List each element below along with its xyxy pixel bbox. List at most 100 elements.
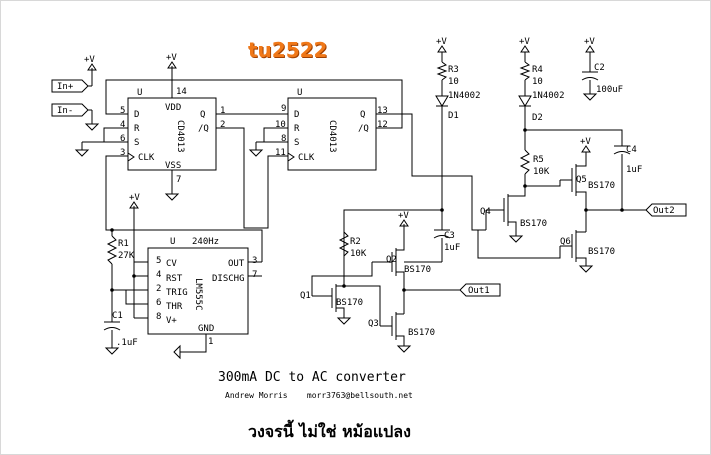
svg-text:.1uF: .1uF <box>116 338 138 348</box>
svg-text:Q1: Q1 <box>300 291 311 301</box>
svg-text:D1: D1 <box>448 111 459 121</box>
svg-text:CLK: CLK <box>298 153 315 163</box>
svg-text:Q4: Q4 <box>480 207 491 217</box>
svg-text:CV: CV <box>166 259 177 269</box>
circuit-title: 300mA DC to AC converter <box>218 370 406 385</box>
svg-text:CLK: CLK <box>138 153 155 163</box>
svg-text:/Q: /Q <box>198 124 209 134</box>
svg-text:Q3: Q3 <box>368 319 379 329</box>
svg-text:D: D <box>294 110 299 120</box>
svg-text:C1: C1 <box>112 311 123 321</box>
resistor-r2: R2 10K <box>338 231 367 259</box>
svg-text:S: S <box>134 138 139 148</box>
junction-dots <box>110 128 624 292</box>
svg-text:OUT: OUT <box>228 259 245 269</box>
svg-text:C3: C3 <box>444 231 455 241</box>
output-out2: Out2 <box>586 203 687 217</box>
svg-text:3: 3 <box>120 148 125 158</box>
svg-text:+V: +V <box>166 53 177 63</box>
svg-text:Out1: Out1 <box>468 286 490 296</box>
svg-text:6: 6 <box>120 134 125 144</box>
svg-text:4: 4 <box>156 270 161 280</box>
svg-text:D: D <box>134 110 139 120</box>
svg-text:6: 6 <box>156 298 161 308</box>
capacitor-c4: C4 1uF <box>613 145 642 210</box>
svg-text:R4: R4 <box>532 65 543 75</box>
svg-text:8: 8 <box>281 134 286 144</box>
mosfet-q6: Q6 BS170 <box>560 210 615 273</box>
svg-text:LM555C: LM555C <box>193 278 203 311</box>
svg-text:U: U <box>297 88 302 98</box>
svg-text:10K: 10K <box>533 167 550 177</box>
svg-text:7: 7 <box>176 175 181 185</box>
svg-text:11: 11 <box>275 148 286 158</box>
svg-text:Q: Q <box>200 110 205 120</box>
capacitor-c2: +V C2 100uF <box>581 37 623 101</box>
resistor-r5: R5 10K <box>519 130 550 186</box>
svg-text:Q5: Q5 <box>576 175 587 185</box>
svg-text:BS170: BS170 <box>408 328 435 338</box>
svg-text:3: 3 <box>252 256 257 266</box>
svg-text:C4: C4 <box>626 145 637 155</box>
svg-text:+V: +V <box>519 37 530 47</box>
svg-text:1: 1 <box>208 337 213 347</box>
svg-text:Out2: Out2 <box>653 206 675 216</box>
svg-text:2: 2 <box>220 120 225 130</box>
svg-text:1N4002: 1N4002 <box>448 91 481 101</box>
svg-text:CD4013: CD4013 <box>327 120 337 153</box>
u1-cd4013: U VDD VSS D R S CLK Q /Q CD4013 14 5 4 6… <box>112 53 236 201</box>
mosfet-q4: Q4 BS170 <box>477 186 561 259</box>
svg-text:Q2: Q2 <box>386 255 397 265</box>
svg-text:10: 10 <box>532 77 543 87</box>
svg-text:+V: +V <box>584 37 595 47</box>
svg-text:+V: +V <box>129 193 140 203</box>
svg-text:100uF: 100uF <box>596 85 623 95</box>
resistor-r1: R1 27K <box>106 230 135 322</box>
svg-text:1uF: 1uF <box>626 165 642 175</box>
svg-text:BS170: BS170 <box>588 181 615 191</box>
input-in-minus: In- <box>51 103 100 131</box>
svg-text:13: 13 <box>377 106 388 116</box>
svg-text:TRIG: TRIG <box>166 288 188 298</box>
svg-text:Q: Q <box>360 110 365 120</box>
svg-text:U: U <box>137 88 142 98</box>
mosfet-q1: Q1 BS170 <box>300 256 373 325</box>
svg-text:+V: +V <box>398 211 409 221</box>
svg-text:R3: R3 <box>448 65 459 75</box>
svg-text:1uF: 1uF <box>444 243 460 253</box>
svg-text:/Q: /Q <box>358 124 369 134</box>
svg-text:+V: +V <box>84 55 95 65</box>
svg-text:In+: In+ <box>57 82 74 92</box>
mosfet-q5: +V Q5 BS170 <box>525 137 615 210</box>
svg-text:10: 10 <box>448 77 459 87</box>
svg-text:1: 1 <box>220 106 225 116</box>
svg-text:VSS: VSS <box>165 161 181 171</box>
svg-text:BS170: BS170 <box>404 265 431 275</box>
u3-lm555c: U 240Hz CV RST TRIG THR V+ GND OUT DISCH… <box>136 237 262 347</box>
rail-r3-d1: +V R3 10 1N4002 D1 <box>435 37 481 210</box>
svg-text:5: 5 <box>156 256 161 266</box>
svg-text:+V: +V <box>580 137 591 147</box>
svg-text:2: 2 <box>156 284 161 294</box>
svg-text:In-: In- <box>57 106 73 116</box>
svg-text:S: S <box>294 138 299 148</box>
mosfet-q3: Q3 BS170 <box>344 285 435 353</box>
svg-text:D2: D2 <box>532 113 543 123</box>
svg-text:10K: 10K <box>350 249 367 259</box>
svg-text:BS170: BS170 <box>336 298 363 308</box>
svg-text:12: 12 <box>377 120 388 130</box>
svg-text:C2: C2 <box>594 63 605 73</box>
svg-text:5: 5 <box>120 106 125 116</box>
svg-text:10: 10 <box>275 120 286 130</box>
svg-text:BS170: BS170 <box>520 219 547 229</box>
svg-text:V+: V+ <box>166 316 177 326</box>
svg-text:CD4013: CD4013 <box>175 120 185 153</box>
svg-text:RST: RST <box>166 274 183 284</box>
svg-text:DISCHG: DISCHG <box>212 274 245 284</box>
svg-text:4: 4 <box>120 120 125 130</box>
svg-text:BS170: BS170 <box>588 247 615 257</box>
svg-text:VDD: VDD <box>165 103 181 113</box>
u2-cd4013: U D R S CLK Q /Q CD4013 9 10 8 11 13 12 <box>272 88 392 171</box>
svg-text:R: R <box>134 124 140 134</box>
author-credit: Andrew Morris morr3763@bellsouth.net <box>225 391 413 400</box>
